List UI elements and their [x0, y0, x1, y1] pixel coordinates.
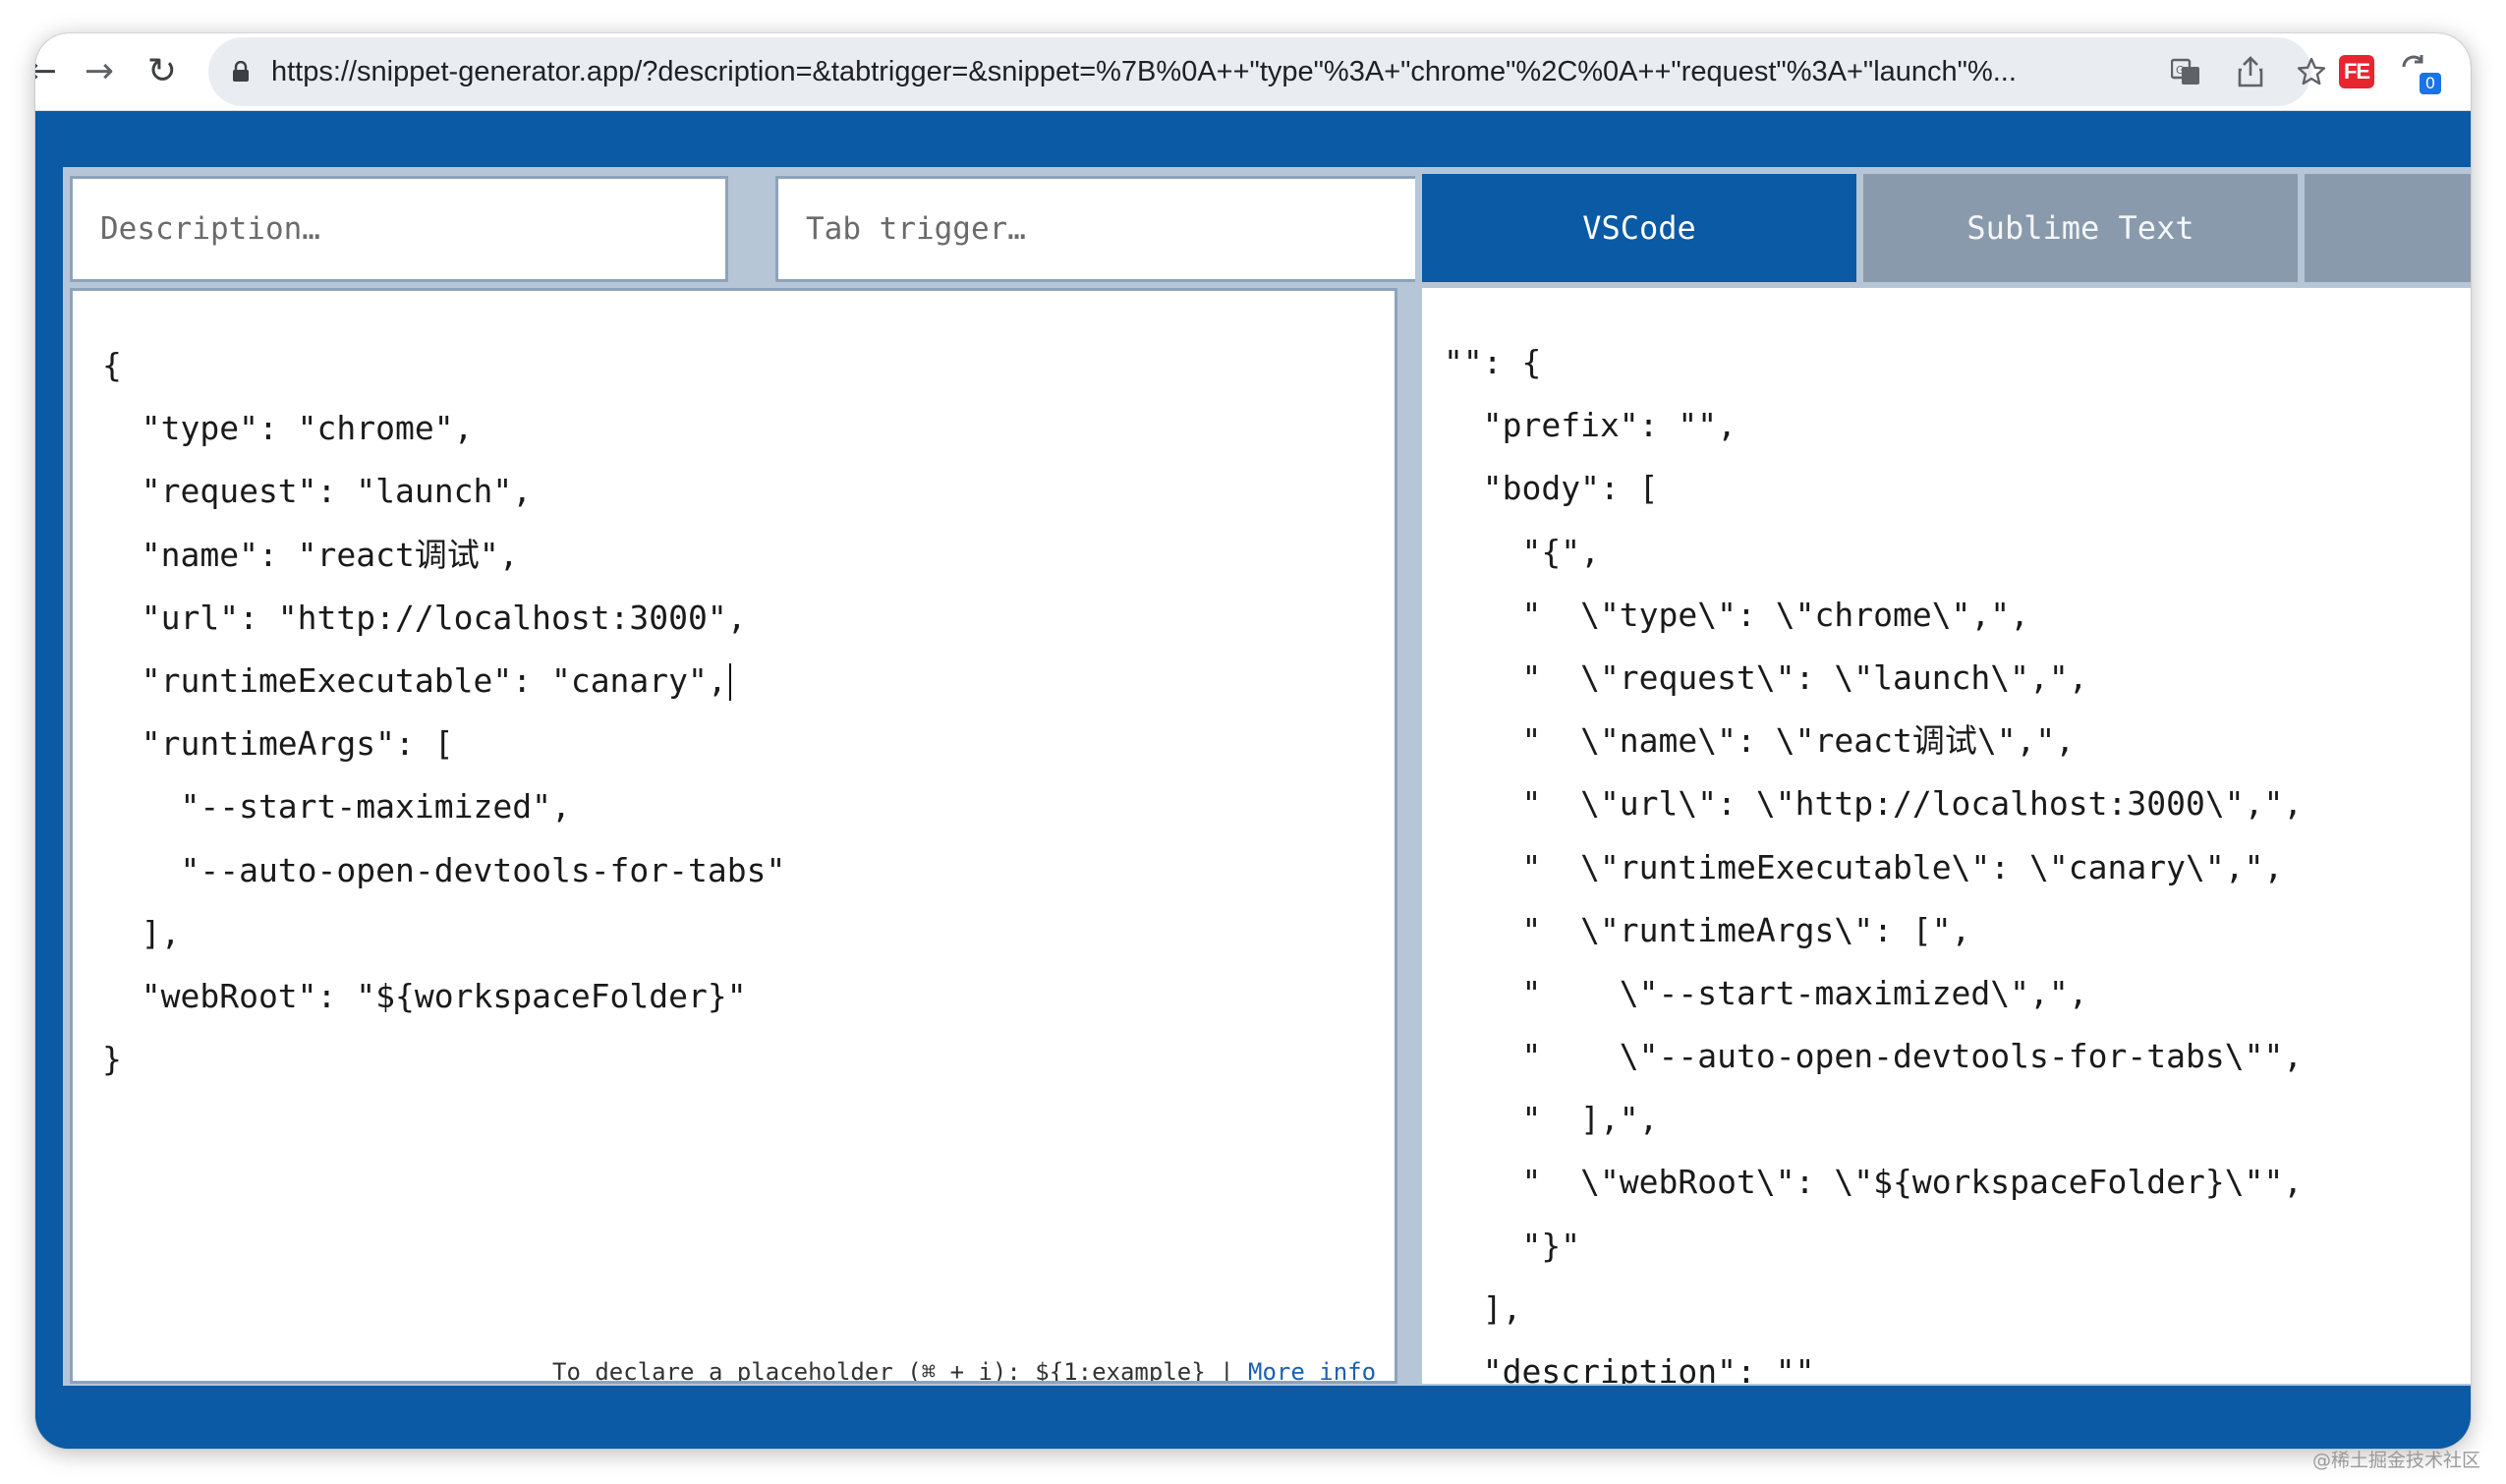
snippet-source: { "type": "chrome", "request": "launch",… — [102, 334, 785, 1091]
code-line: "runtimeExecutable": "canary", — [102, 660, 727, 700]
output-line: " \"runtimeArgs\": [", — [1444, 910, 1971, 949]
output-line: "description": "" — [1444, 1352, 1815, 1384]
hint-text: To declare a placeholder (⌘ + i): ${1:ex… — [552, 1358, 1249, 1384]
output-line: " \"webRoot\": \"${workspaceFolder}\"", — [1444, 1163, 2304, 1202]
output-line: " ],", — [1444, 1100, 1659, 1139]
output-line: " \"type\": \"chrome\",", — [1444, 595, 2030, 634]
code-line: } — [102, 1040, 122, 1079]
code-line: "request": "launch", — [102, 472, 533, 511]
output-line: "body": [ — [1444, 469, 1659, 508]
output-line: " \"runtimeExecutable\": \"canary\",", — [1444, 847, 2284, 886]
description-input[interactable] — [70, 176, 728, 282]
watermark: @稀土掘金技术社区 — [2311, 1450, 2480, 1471]
translate-icon[interactable]: G — [2168, 54, 2203, 89]
snippet-output: "": { "prefix": "", "body": [ "{", " \"t… — [1444, 331, 2303, 1384]
code-line: "runtimeArgs": [ — [102, 724, 454, 764]
svg-text:G: G — [2176, 64, 2185, 77]
output-line: "": { — [1444, 343, 1542, 381]
output-line: " \"name\": \"react调试\",", — [1444, 721, 2076, 761]
more-info-link[interactable]: More info — [1248, 1358, 1377, 1384]
bookmark-star-icon[interactable] — [2294, 54, 2329, 89]
forward-button[interactable]: → — [75, 47, 124, 96]
fe-extension-label: FE — [2343, 59, 2370, 84]
code-line-with-caret: "runtimeExecutable": "canary", — [102, 650, 785, 713]
output-line: " \"request\": \"launch\",", — [1444, 657, 2088, 697]
forward-arrow-icon: → — [84, 51, 115, 91]
extension-badge: 0 — [2420, 73, 2441, 94]
generated-snippet[interactable]: "": { "prefix": "", "body": [ "{", " \"t… — [1422, 288, 2471, 1384]
fe-helper-extension-icon[interactable]: FE — [2339, 55, 2374, 88]
tab-trigger-input[interactable] — [775, 176, 1436, 282]
tab-sublime-text[interactable]: Sublime Text — [1863, 174, 2298, 282]
address-bar[interactable]: https://snippet-generator.app/?descripti… — [208, 37, 2326, 106]
share-icon[interactable] — [2233, 54, 2268, 89]
output-line: "{", — [1444, 532, 1600, 571]
code-line: "name": "react调试", — [102, 535, 519, 574]
code-line: ], — [102, 913, 181, 952]
code-line: "type": "chrome", — [102, 409, 474, 448]
text-caret — [728, 663, 731, 702]
tab-atom[interactable] — [2305, 174, 2471, 282]
browser-toolbar: ← → ↻ https://snippet-generator.app/?des… — [35, 33, 2471, 111]
code-line: { — [102, 346, 122, 384]
url-text: https://snippet-generator.app/?descripti… — [271, 56, 2017, 87]
sync-extension-icon[interactable]: 0 — [2398, 51, 2445, 96]
lock-icon — [233, 61, 249, 82]
snippet-editor[interactable]: { "type": "chrome", "request": "launch",… — [70, 288, 1397, 1384]
tab-vscode[interactable]: VSCode — [1422, 174, 1856, 282]
copy-button-edge[interactable] — [2451, 1404, 2471, 1449]
snippet-generator-page: { "type": "chrome", "request": "launch",… — [35, 111, 2471, 1449]
output-line: " \"url\": \"http://localhost:3000\",", — [1444, 784, 2304, 824]
output-line: "}" — [1444, 1226, 1581, 1265]
output-line: ], — [1444, 1288, 1522, 1328]
reload-button[interactable]: ↻ — [138, 47, 187, 96]
back-arrow-icon: ← — [35, 51, 58, 91]
output-line: "prefix": "", — [1444, 406, 1737, 445]
code-line: "webRoot": "${workspaceFolder}" — [102, 976, 747, 1015]
reload-icon: ↻ — [146, 51, 178, 91]
browser-window: ← → ↻ https://snippet-generator.app/?des… — [35, 33, 2471, 1449]
code-line: "--auto-open-devtools-for-tabs" — [102, 850, 786, 889]
output-panel: VSCode Sublime Text "": { "prefix": "", … — [1415, 167, 2471, 1386]
back-button[interactable]: ← — [35, 47, 67, 96]
output-line: " \"--start-maximized\",", — [1444, 973, 2088, 1012]
output-line: " \"--auto-open-devtools-for-tabs\"", — [1444, 1037, 2304, 1076]
placeholder-hint: To declare a placeholder (⌘ + i): ${1:ex… — [552, 1358, 1377, 1384]
code-line: "--start-maximized", — [102, 787, 571, 827]
input-panel: { "type": "chrome", "request": "launch",… — [63, 167, 1439, 1386]
code-line: "url": "http://localhost:3000", — [102, 598, 747, 637]
